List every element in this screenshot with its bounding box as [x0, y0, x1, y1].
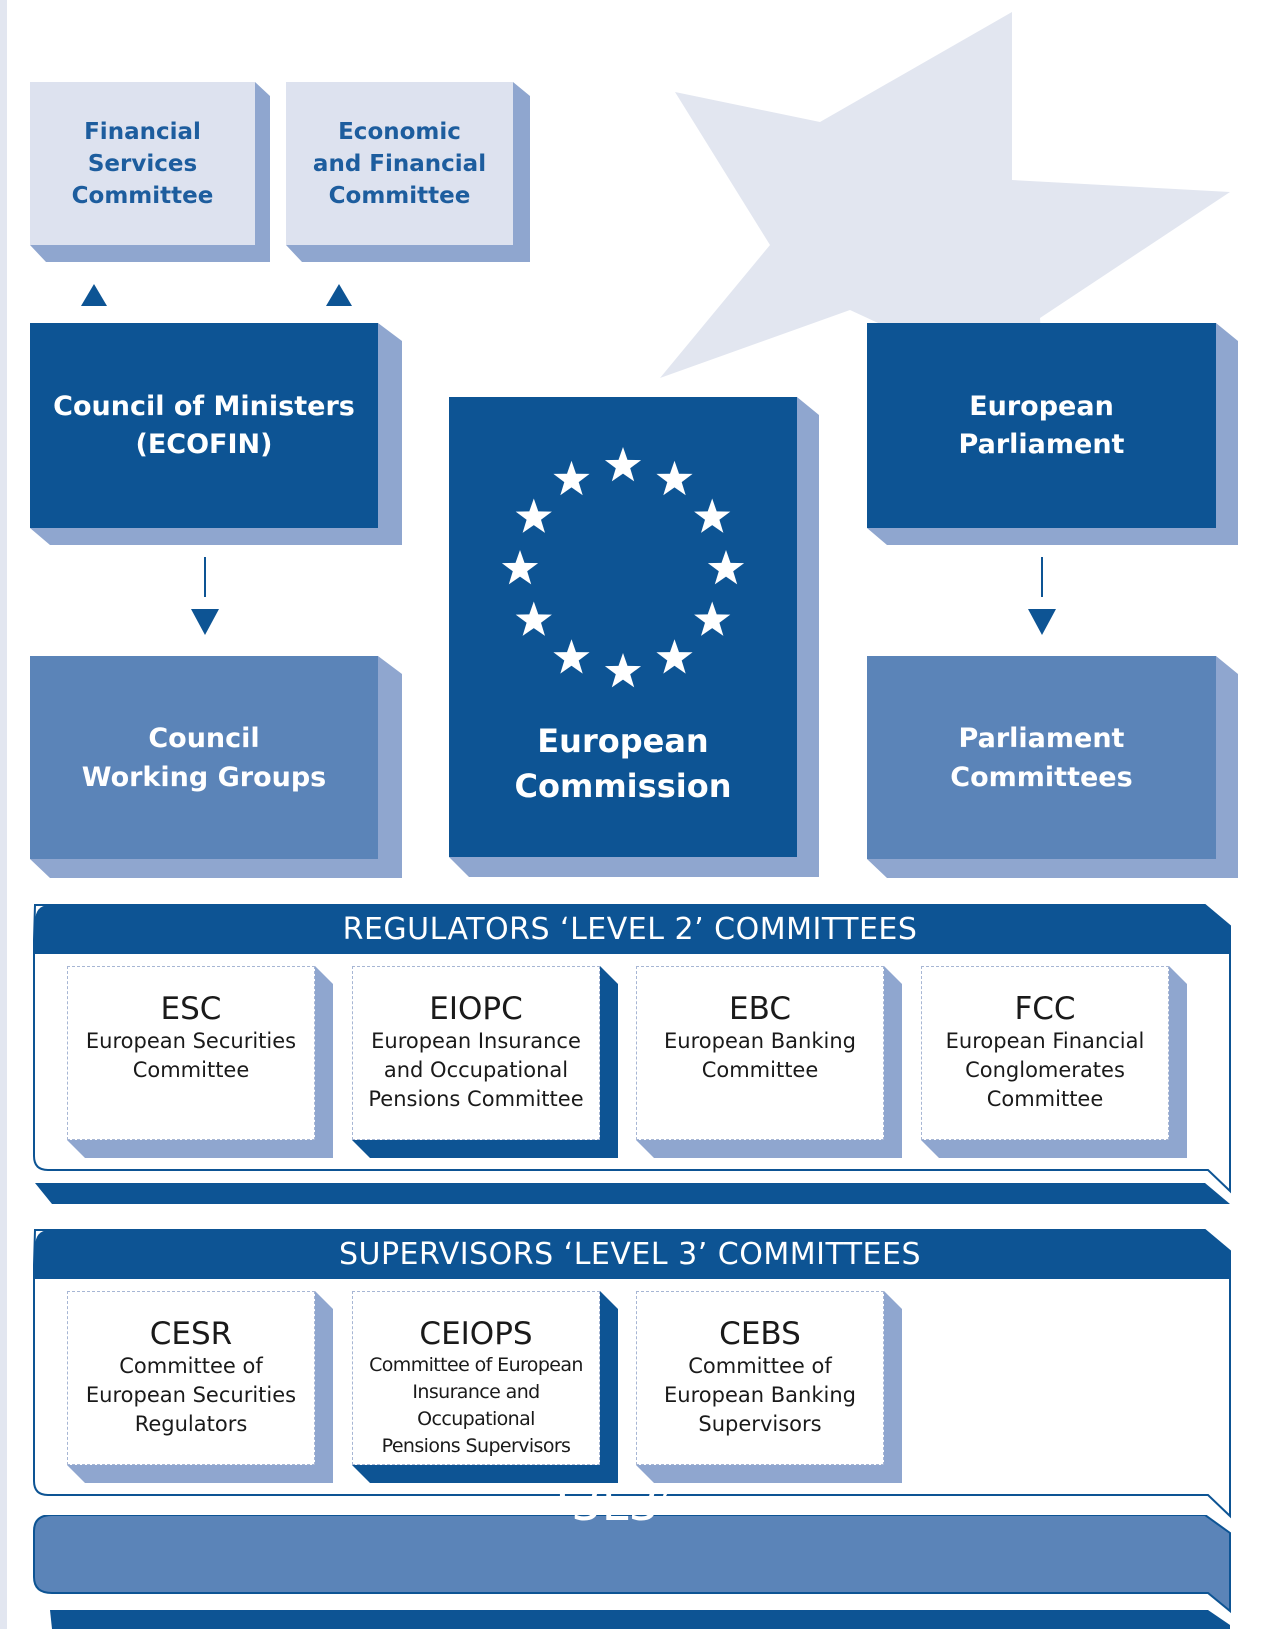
left-margin-rule: [0, 0, 7, 1629]
committee-name: European Insurance and Occupational Pens…: [368, 1029, 584, 1111]
star-icon: [694, 498, 731, 533]
star-icon: [553, 639, 590, 674]
star-icon: [553, 460, 590, 496]
european-parliament-label: European Parliament: [958, 390, 1125, 460]
committee-name: Committee of European Banking Supervisor…: [664, 1354, 856, 1436]
star-icon: [707, 550, 745, 585]
committee-name: European Securities Committee: [85, 1029, 297, 1082]
star-icon: [694, 601, 731, 636]
level3-panel: [33, 1229, 1231, 1519]
committee-name: Committee of European Insurance and Occu…: [369, 1354, 583, 1457]
star-icon: [656, 639, 693, 674]
financial-services-committee-label: Financial Services Committee: [71, 118, 214, 209]
committee-name: European Financial Conglomerates Committ…: [945, 1029, 1145, 1111]
committee-name: Committee of European Securities Regulat…: [85, 1354, 297, 1436]
committee-abbr: FCC: [1014, 991, 1076, 1027]
star-icon: [501, 550, 539, 585]
star-icon: [515, 498, 552, 533]
committee-abbr: CESR: [149, 1316, 233, 1352]
european-commission-label: European Commission: [514, 722, 732, 805]
star-icon: [515, 601, 552, 636]
council-working-groups-label: Council Working Groups: [81, 722, 327, 793]
economic-financial-committee-label: Economic and Financial Committee: [312, 118, 487, 209]
star-icon: [604, 653, 642, 688]
committee-abbr: ESC: [160, 991, 222, 1027]
three-l-three-bar: [33, 1515, 1231, 1629]
committee-abbr: CEIOPS: [419, 1316, 533, 1352]
parliament-committees-label: Parliament Committees: [950, 722, 1133, 793]
arrow-up-icon: [326, 284, 352, 306]
committee-abbr: EIOPC: [429, 991, 523, 1027]
three-l-three-label: ‘3L3’: [555, 1476, 675, 1532]
level2-header: REGULATORS ‘LEVEL 2’ COMMITTEES: [342, 912, 918, 947]
star-icon: [604, 447, 642, 482]
council-of-ministers-label: Council of Ministers (ECOFIN): [53, 390, 355, 460]
star-icon: [656, 460, 693, 496]
committee-abbr: EBC: [729, 991, 791, 1027]
committee-name: European Banking Committee: [664, 1029, 856, 1082]
level3-header: SUPERVISORS ‘LEVEL 3’ COMMITTEES: [338, 1237, 922, 1272]
eu-stars-icon: [501, 447, 745, 688]
background-star-icon: [660, 12, 1230, 400]
committee-abbr: CEBS: [719, 1316, 801, 1352]
arrow-up-icon: [81, 284, 107, 306]
